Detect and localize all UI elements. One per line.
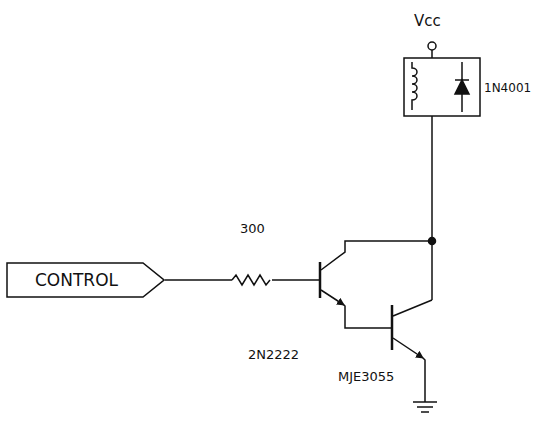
wire <box>431 50 433 58</box>
relay-coil <box>412 62 417 110</box>
wire <box>165 279 232 281</box>
input-terminal: CONTROL <box>6 262 165 298</box>
supply-label: Vcc <box>414 14 441 29</box>
ground-symbol <box>413 402 437 412</box>
vcc-terminal <box>428 42 436 50</box>
diode-symbol <box>455 62 469 112</box>
part-label: MJE3055 <box>338 370 394 383</box>
wire <box>431 116 433 300</box>
resistor-value: 300 <box>240 222 265 235</box>
node-text: CONTROL <box>35 272 118 289</box>
relay-outline <box>404 58 480 116</box>
part-label: 1N4001 <box>484 82 531 94</box>
transistor-symbol <box>320 241 432 328</box>
resistor-symbol <box>232 275 270 285</box>
part-label: 2N2222 <box>248 348 299 361</box>
transistor-symbol <box>392 300 432 402</box>
wire <box>272 279 320 281</box>
